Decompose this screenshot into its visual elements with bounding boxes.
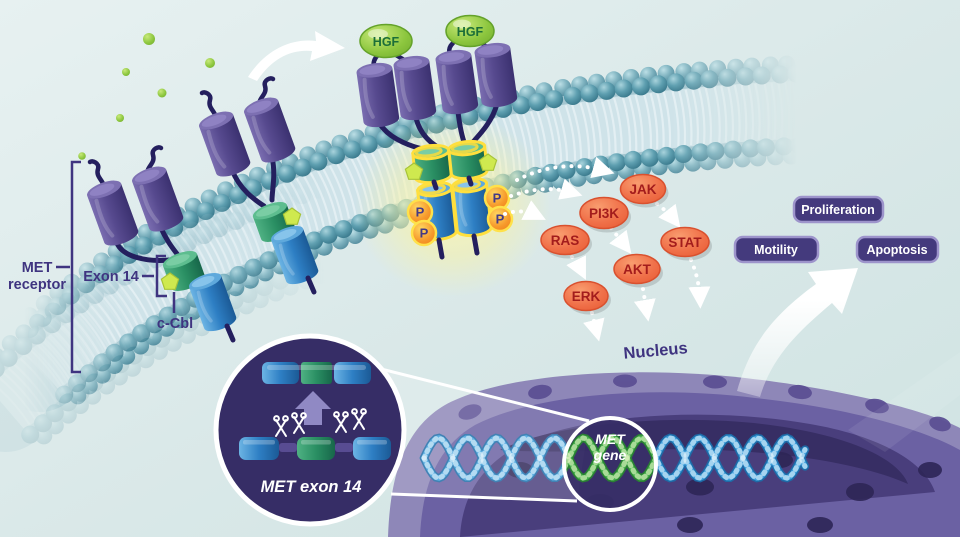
svg-text:STAT: STAT [668,235,702,250]
edge-ras-erk [566,255,586,280]
hgf-ligand: HGF [445,14,495,48]
leader-line [390,492,578,503]
hgf-binding-arrow-icon [248,31,345,81]
hgf-label: HGF [457,25,484,39]
met-receptor-label: receptor [8,277,66,293]
signal-node-pi3k: PI3K [579,196,631,233]
phospho-label: P [496,212,505,227]
met-receptor-label: MET [22,260,53,276]
signal-node-stat: STAT [660,226,712,261]
edge-jak-stat [655,202,681,228]
met-receptor-inactive-2 [194,78,323,295]
phosphorylation-sites: P P P P [406,184,514,247]
hgf-label: HGF [373,35,400,49]
edge-p-jak [515,156,615,182]
magnifier-cone [381,369,589,501]
phospho-label: P [493,191,502,206]
svg-text:MET: MET [595,431,626,447]
hgf-ligand: HGF [359,23,413,59]
signal-node-ras: RAS [540,224,592,259]
leader-line [380,367,590,423]
svg-text:ERK: ERK [572,289,601,304]
outcome-apoptosis: Apoptosis [855,235,940,264]
outcome-motility: Motility [733,235,820,264]
edge-p-ras [503,200,546,220]
svg-text:gene: gene [593,447,627,463]
met-gene-circle: MET gene [562,416,658,512]
spliced-mrna-bar [262,362,371,384]
exon14-skipping-inset: MET exon 14 [213,333,407,527]
c-cbl-label: c-Cbl [157,316,193,332]
met-receptor-dimer-active: HGF HGF P P P P [353,14,521,260]
svg-text:AKT: AKT [623,262,651,277]
svg-text:Proliferation: Proliferation [801,203,875,217]
inset-caption: MET exon 14 [261,478,362,496]
phospho-label: P [420,226,429,241]
nucleus-to-outcomes-arrow-icon [737,268,858,397]
annotations-left: MET receptor Exon 14 c-Cbl [8,160,193,374]
outcome-boxes: Proliferation Motility Apoptosis [733,195,940,264]
exon14-label: Exon 14 [83,269,139,285]
edge-erk-nucleus [583,311,605,342]
signaling-cascade: RAS PI3K JAK STAT AKT ERK [503,156,712,342]
signal-node-erk: ERK [563,280,611,315]
nuclear-pores [458,374,951,432]
svg-text:Apoptosis: Apoptosis [866,243,927,257]
hgf-free-molecules [78,33,215,160]
signal-node-akt: AKT [613,253,663,288]
signal-node-jak: JAK [619,173,669,208]
pre-mrna-bar [239,437,391,460]
phospho-label: P [416,205,425,220]
svg-text:JAK: JAK [629,182,656,197]
edge-p-pi3k [509,178,583,200]
nucleus-label: Nucleus [623,339,689,363]
svg-text:PI3K: PI3K [589,206,619,221]
svg-text:RAS: RAS [551,233,580,248]
met-receptor-inactive-1 [82,147,241,343]
outcome-proliferation: Proliferation [792,195,885,224]
met-gene-dna [566,433,654,483]
svg-text:Motility: Motility [754,243,798,257]
